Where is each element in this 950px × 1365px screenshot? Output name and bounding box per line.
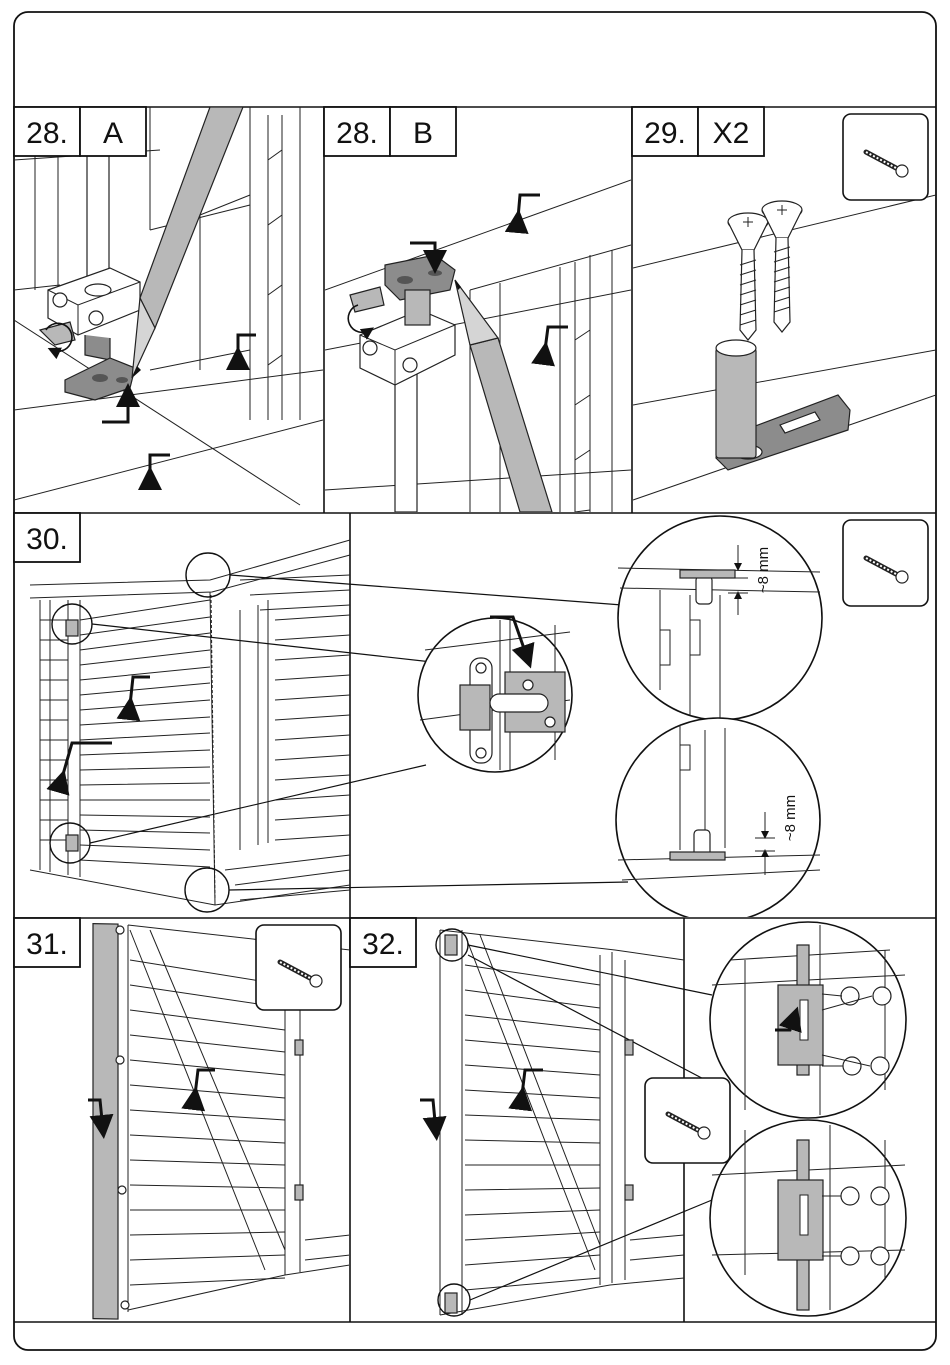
gap-measurement-bottom: ~8 mm [782,795,799,841]
screw-callout-box [843,520,928,606]
screw-callout-box [645,1078,730,1163]
step-29-header: 29. X2 [632,107,764,156]
step-number: 32. [362,928,404,961]
step-30-header: 30. [14,513,80,562]
step-number: 31. [26,928,68,961]
step-28a-header: 28. A [14,107,146,156]
step-label: B [413,117,433,150]
step-label: A [103,117,123,150]
step-28b-header: 28. B [324,107,456,156]
step-label: X2 [713,117,750,150]
step-31-header: 31. [14,918,80,967]
step-number: 28. [336,117,378,150]
step-number: 29. [644,117,686,150]
step-32-header: 32. [350,918,416,967]
gap-measurement-top: ~8 mm [755,547,772,593]
screw-callout-box [843,114,928,200]
step-number: 28. [26,117,68,150]
screw-callout-box [256,925,341,1010]
step-number: 30. [26,523,68,556]
